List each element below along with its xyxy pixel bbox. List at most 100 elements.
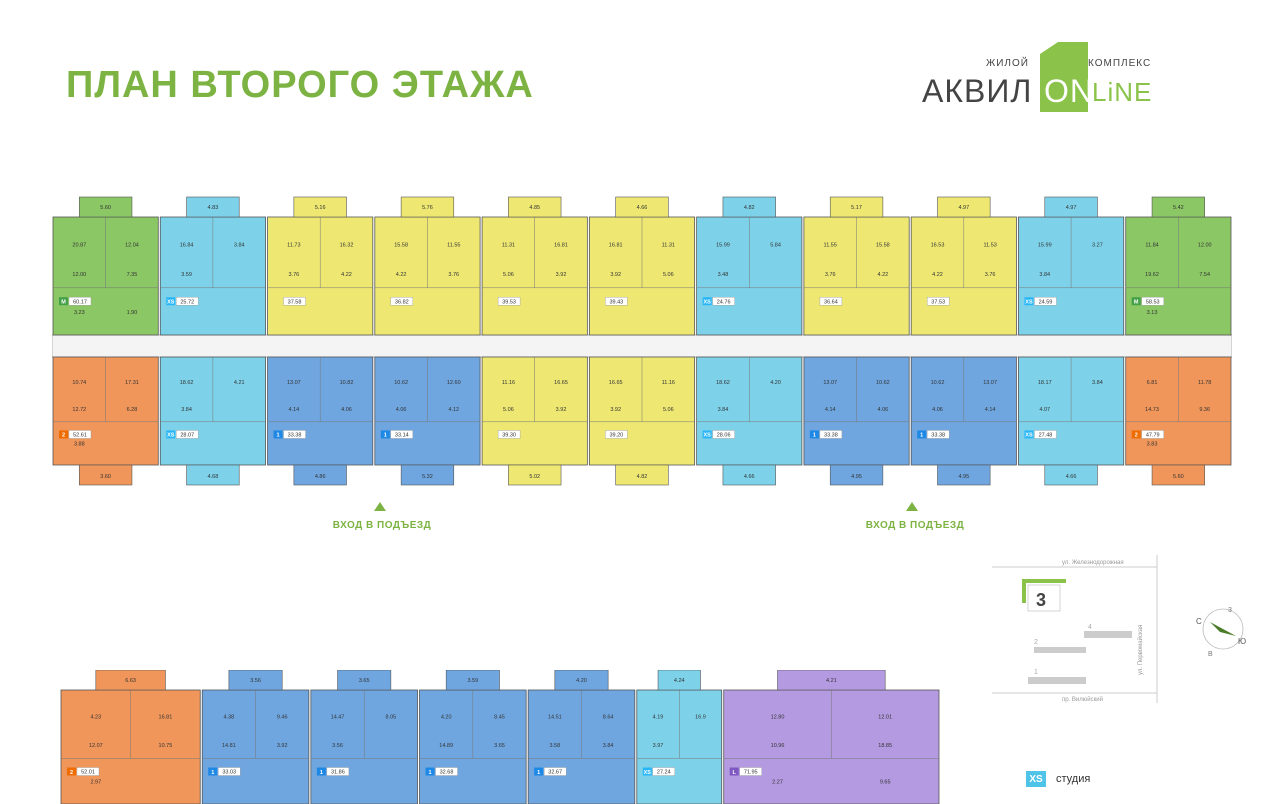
room-area-label: 4.21 [234,380,245,386]
room-area-label: 4.97 [958,205,969,211]
room-area-label: 4.86 [315,474,326,480]
room-area-label: 14.89 [439,743,453,749]
room-area-label: 4.23 [90,715,101,721]
balcony [829,196,884,218]
total-area-box [926,297,950,306]
room-area-label: 4.06 [932,407,943,413]
room-area-label: 3.76 [448,272,459,278]
apartment-type-badge [208,767,218,776]
compass-ring [1202,608,1244,650]
room-area-label: 4.95 [958,474,969,480]
total-area-label: 58.53 [1146,299,1160,305]
room-area-label: 19.62 [1145,272,1159,278]
balcony [508,464,562,486]
room-area-label: 14.73 [1145,407,1159,413]
room-area-label: 9.36 [1199,407,1210,413]
balcony [186,196,240,218]
room-area-label: 8.64 [603,715,614,721]
total-area-label: 33.38 [931,433,945,439]
room-area-label: 10.62 [876,380,890,386]
total-area-label: 52.01 [81,770,95,776]
section-1-block [1028,677,1086,684]
balcony [445,670,500,691]
total-area-label: 39.30 [502,433,516,439]
room-area-label: 14.81 [222,743,236,749]
total-area-label: 27.24 [657,770,671,776]
room-area-label: 3.92 [556,272,567,278]
room-area-label: 2.27 [772,779,783,785]
room-area-label: 16.32 [340,243,354,249]
room-area-label: 3.59 [181,272,192,278]
total-area-label: 39.43 [609,299,623,305]
balcony [657,670,701,691]
room-area-label: 12.04 [125,243,139,249]
apartment-type-code: XS [703,433,711,439]
room-area-label: 20.87 [72,243,86,249]
room-area-label: 3.58 [549,743,560,749]
room-area-label: 10.82 [340,380,354,386]
room-area-label: 4.07 [1039,407,1050,413]
room-area-label: 3.97 [653,743,664,749]
total-area-label: 28.06 [717,433,731,439]
room-area-label: 12.00 [72,272,86,278]
total-area-box [76,767,100,776]
total-area-box [819,297,843,306]
legend-badge: XS [1026,771,1046,787]
room-area-label: 5.06 [663,272,674,278]
total-area-label: 36.82 [395,299,409,305]
room-area-label: 18.17 [1038,380,1052,386]
apartment-type-code: 1 [384,433,387,439]
total-area-label: 31.86 [331,770,345,776]
apartment-type-code: 1 [211,770,214,776]
apartment-type-badge [534,767,544,776]
balcony [722,196,776,218]
room-area-label: 3.65 [359,678,370,684]
entrance-arrow-icon [906,502,918,511]
room-area-label: 4.22 [341,272,352,278]
room-area-label: 12.80 [771,715,785,721]
apartment-type-code: 1 [920,433,923,439]
room-area-label: 4.68 [208,474,219,480]
apartment-type-badge [166,430,176,439]
room-area-label: 4.24 [674,678,685,684]
room-area-label: 3.84 [1092,380,1103,386]
apartment-type-badge [67,767,76,776]
total-area-box [68,430,92,439]
room-area-label: 3.13 [1147,310,1158,316]
section-4-block [1084,631,1132,638]
room-area-label: 5.06 [503,407,514,413]
total-area-box [283,430,306,439]
balcony [937,464,991,486]
total-area-box [326,767,350,776]
